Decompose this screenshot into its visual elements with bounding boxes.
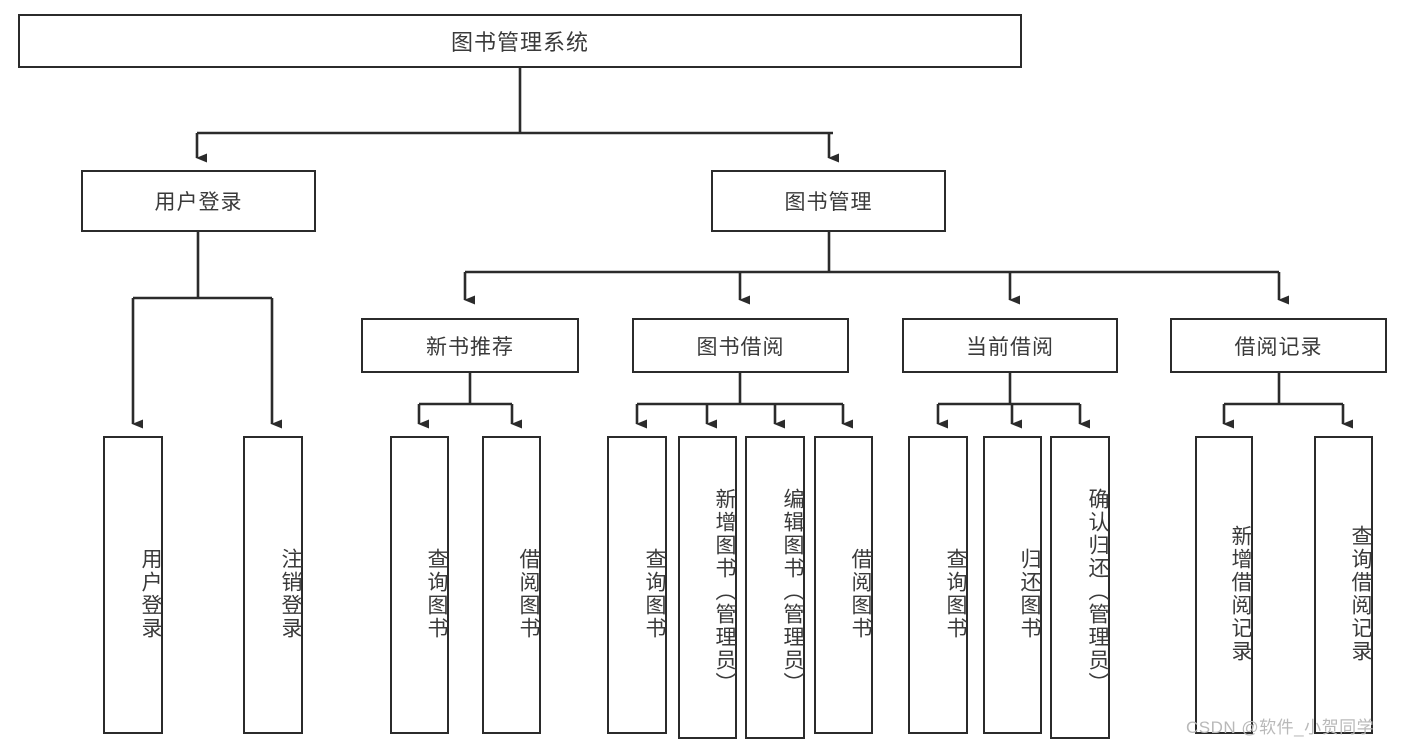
leaf-current-confirm-return-admin[interactable]: 确认归还（管理员）	[1050, 436, 1110, 739]
node-label: 确认归还（管理员）	[1086, 488, 1109, 695]
leaf-borrow-query-book[interactable]: 查询图书	[607, 436, 667, 734]
leaf-record-query-record[interactable]: 查询借阅记录	[1314, 436, 1373, 734]
leaf-user-login-login[interactable]: 用户登录	[103, 436, 163, 734]
node-book-management[interactable]: 图书管理	[711, 170, 946, 232]
leaf-user-login-logout[interactable]: 注销登录	[243, 436, 303, 734]
node-label: 借阅图书	[517, 548, 540, 640]
node-label: 归还图书	[1018, 548, 1041, 640]
node-label: 注销登录	[279, 548, 302, 640]
node-label: 当前借阅	[966, 335, 1054, 359]
node-label: 借阅记录	[1234, 335, 1323, 359]
node-label: 编辑图书（管理员）	[781, 488, 804, 695]
node-label: 查询图书	[944, 548, 967, 640]
leaf-borrow-add-book-admin[interactable]: 新增图书（管理员）	[678, 436, 737, 739]
node-new-book-recommend[interactable]: 新书推荐	[361, 318, 579, 373]
leaf-recommend-borrow-book[interactable]: 借阅图书	[482, 436, 541, 734]
node-label: 新增图书（管理员）	[713, 488, 736, 695]
node-label: 借阅图书	[849, 548, 872, 640]
node-label: 图书管理	[784, 191, 873, 214]
node-label: 用户登录	[139, 548, 162, 640]
leaf-current-return-book[interactable]: 归还图书	[983, 436, 1042, 734]
node-label: 新书推荐	[426, 335, 514, 359]
node-label: 查询借阅记录	[1349, 525, 1372, 663]
node-label: 新增借阅记录	[1229, 525, 1252, 663]
leaf-recommend-query-book[interactable]: 查询图书	[390, 436, 449, 734]
node-label: 图书管理系统	[450, 30, 589, 55]
node-user-login[interactable]: 用户登录	[81, 170, 316, 232]
node-label: 查询图书	[425, 548, 448, 640]
leaf-borrow-borrow-book[interactable]: 借阅图书	[814, 436, 873, 734]
watermark: CSDN @软件_小贺同学	[1186, 718, 1375, 737]
node-label: 图书借阅	[696, 335, 785, 359]
node-label: 用户登录	[154, 191, 243, 214]
node-root[interactable]: 图书管理系统	[18, 14, 1022, 68]
node-current-borrow[interactable]: 当前借阅	[902, 318, 1118, 373]
node-book-borrow[interactable]: 图书借阅	[632, 318, 849, 373]
node-label: 查询图书	[643, 548, 666, 640]
leaf-record-add-record[interactable]: 新增借阅记录	[1195, 436, 1253, 734]
leaf-borrow-edit-book-admin[interactable]: 编辑图书（管理员）	[745, 436, 805, 739]
node-borrow-record[interactable]: 借阅记录	[1170, 318, 1387, 373]
leaf-current-query-book[interactable]: 查询图书	[908, 436, 968, 734]
